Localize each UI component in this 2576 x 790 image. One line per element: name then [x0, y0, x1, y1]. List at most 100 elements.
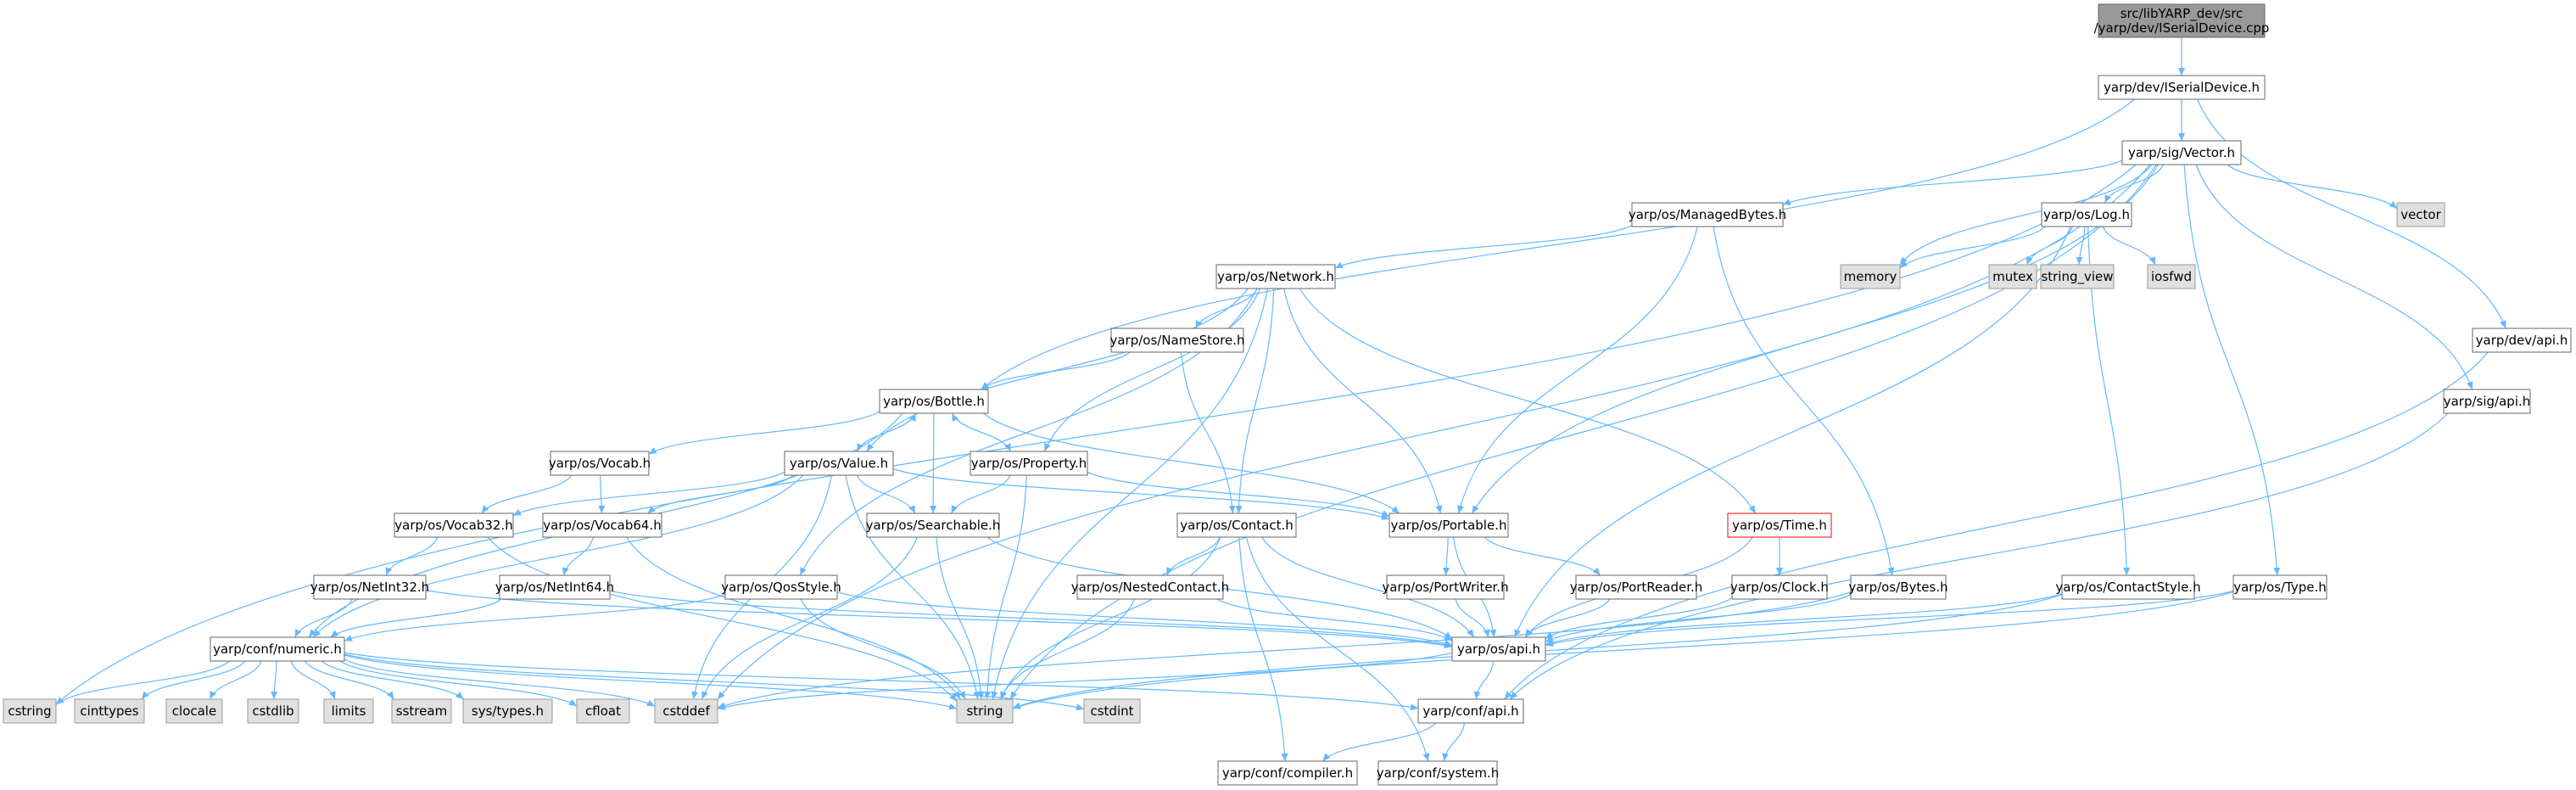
node-netint64[interactable]: yarp/os/NetInt64.h: [495, 574, 614, 600]
node-cstddef: cstddef: [654, 698, 718, 724]
node-label-time: yarp/os/Time.h: [1732, 518, 1827, 533]
node-property[interactable]: yarp/os/Property.h: [969, 451, 1088, 476]
node-nestedcontact[interactable]: yarp/os/NestedContact.h: [1071, 574, 1229, 600]
node-box-cstdlib: [247, 698, 299, 724]
node-qosstyle[interactable]: yarp/os/QosStyle.h: [721, 574, 841, 600]
node-osapi[interactable]: yarp/os/api.h: [1451, 636, 1546, 662]
node-portwriter[interactable]: yarp/os/PortWriter.h: [1382, 574, 1509, 600]
node-label-portable: yarp/os/Portable.h: [1391, 518, 1507, 533]
edge-property-to-string: [983, 474, 1028, 700]
node-label-portwriter: yarp/os/PortWriter.h: [1382, 580, 1508, 595]
node-vocab32[interactable]: yarp/os/Vocab32.h: [394, 513, 514, 538]
node-managed[interactable]: yarp/os/ManagedBytes.h: [1629, 202, 1786, 227]
node-box-numeric: [210, 636, 345, 662]
node-box-searchable: [866, 513, 1000, 538]
node-box-systypes: [462, 698, 553, 724]
edge-netint32-to-numeric: [294, 598, 353, 638]
node-log[interactable]: yarp/os/Log.h: [2041, 202, 2132, 227]
edge-contactstyle-to-osapi: [1545, 593, 2063, 646]
node-box-cstddef: [654, 698, 718, 724]
node-compiler[interactable]: yarp/conf/compiler.h: [1217, 760, 1358, 786]
node-string: string: [956, 698, 1014, 724]
node-box-osapi: [1451, 636, 1546, 662]
edge-property-to-bottle: [951, 412, 1012, 452]
node-root: src/libYARP_dev/src/yarp/dev/ISerialDevi…: [2094, 3, 2269, 38]
node-time[interactable]: yarp/os/Time.h: [1727, 513, 1832, 538]
node-box-type: [2232, 574, 2327, 600]
node-label-log: yarp/os/Log.h: [2043, 207, 2130, 222]
edge-iserial-to-bottle: [981, 98, 2135, 390]
node-value[interactable]: yarp/os/Value.h: [784, 451, 894, 476]
edge-network-to-time: [1299, 288, 1757, 514]
node-box-vector: [2396, 202, 2445, 227]
node-sstream: sstream: [391, 698, 452, 724]
node-label-cfloat: cfloat: [585, 703, 621, 719]
node-box-nestedcontact: [1076, 574, 1224, 600]
node-box-string: [956, 698, 1014, 724]
node-bottle[interactable]: yarp/os/Bottle.h: [879, 389, 989, 414]
node-netint32[interactable]: yarp/os/NetInt32.h: [310, 574, 429, 600]
node-box-contactstyle: [2061, 574, 2195, 600]
node-box-cstdint: [1083, 698, 1141, 724]
node-box-property: [969, 451, 1088, 476]
node-contactstyle[interactable]: yarp/os/ContactStyle.h: [2055, 574, 2201, 600]
node-portable[interactable]: yarp/os/Portable.h: [1389, 513, 1509, 538]
node-box-sigapi: [2443, 389, 2531, 414]
node-cinttypes: cinttypes: [74, 698, 145, 724]
node-vector_h[interactable]: yarp/sig/Vector.h: [2121, 140, 2242, 165]
edge-numeric-to-clocale: [210, 660, 262, 700]
node-label-limits: limits: [332, 703, 366, 719]
node-portreader[interactable]: yarp/os/PortReader.h: [1570, 574, 1703, 600]
edge-numeric-to-cstring: [55, 660, 231, 705]
edge-property-to-portable: [1087, 471, 1390, 518]
node-box-iserial: [2098, 75, 2266, 100]
node-label-namestore: yarp/os/NameStore.h: [1109, 333, 1244, 348]
edge-vocab64-to-string: [626, 536, 961, 700]
node-vocab[interactable]: yarp/os/Vocab.h: [549, 451, 651, 476]
node-system[interactable]: yarp/conf/system.h: [1377, 760, 1500, 786]
node-label-clocale: clocale: [172, 703, 216, 719]
node-box-namestore: [1110, 328, 1244, 353]
node-cstring: cstring: [3, 698, 57, 724]
node-box-network: [1215, 264, 1336, 289]
node-type[interactable]: yarp/os/Type.h: [2232, 574, 2327, 600]
node-numeric[interactable]: yarp/conf/numeric.h: [210, 636, 345, 662]
node-label-type: yarp/os/Type.h: [2233, 580, 2327, 595]
node-sigapi[interactable]: yarp/sig/api.h: [2443, 389, 2531, 414]
edge-portable-to-portwriter: [1442, 536, 1450, 576]
node-bytes[interactable]: yarp/os/Bytes.h: [1848, 574, 1948, 600]
edge-portwriter-to-osapi: [1455, 598, 1490, 638]
node-label-systypes: sys/types.h: [472, 703, 544, 719]
node-iserial[interactable]: yarp/dev/ISerialDevice.h: [2098, 75, 2266, 100]
node-clock[interactable]: yarp/os/Clock.h: [1730, 574, 1829, 600]
node-cfloat: cfloat: [576, 698, 630, 724]
node-box-contact: [1176, 513, 1297, 538]
node-searchable[interactable]: yarp/os/Searchable.h: [866, 513, 1001, 538]
edge-bytes-to-osapi: [1545, 594, 1852, 643]
node-vocab64[interactable]: yarp/os/Vocab64.h: [542, 513, 662, 538]
node-devapi[interactable]: yarp/dev/api.h: [2472, 328, 2572, 353]
node-network[interactable]: yarp/os/Network.h: [1215, 264, 1336, 289]
node-limits: limits: [323, 698, 374, 724]
edge-namestore-to-contact: [1180, 351, 1236, 514]
node-box-netint64: [499, 574, 611, 600]
edge-vocab-to-vocab64: [598, 474, 606, 514]
edge-vector_h-to-memory: [1899, 164, 2153, 266]
node-box-vocab: [550, 451, 650, 476]
edge-managed-to-portable: [1457, 226, 1698, 514]
edge-numeric-to-cstddef: [344, 658, 656, 707]
node-label-netint64: yarp/os/NetInt64.h: [495, 580, 614, 595]
node-label-vector: vector: [2400, 207, 2441, 222]
node-namestore[interactable]: yarp/os/NameStore.h: [1109, 328, 1245, 353]
edge-namestore-to-bottle: [981, 351, 1131, 390]
edge-vector_h-to-log: [2104, 164, 2165, 204]
node-label-bytes: yarp/os/Bytes.h: [1848, 580, 1947, 595]
edge-log-to-string_view: [2076, 226, 2086, 266]
edge-log-to-iosfwd: [2102, 226, 2156, 266]
edge-contact-to-osapi: [1261, 536, 1474, 638]
node-contact[interactable]: yarp/os/Contact.h: [1176, 513, 1297, 538]
edge-contact-to-string: [1000, 536, 1221, 700]
node-confapi[interactable]: yarp/conf/api.h: [1417, 698, 1524, 724]
node-box-root: [2098, 3, 2266, 38]
